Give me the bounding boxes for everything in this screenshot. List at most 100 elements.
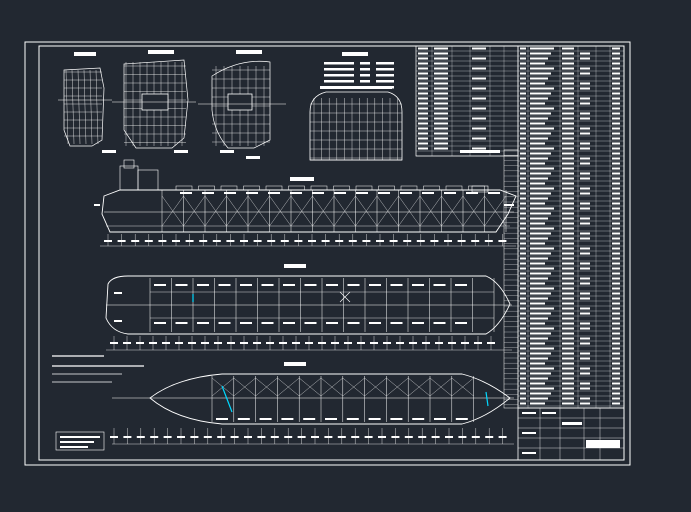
- tank-label: [180, 192, 192, 194]
- hatch-coaming: [423, 185, 440, 191]
- parts-cell: [520, 342, 526, 345]
- tank-label: [378, 192, 390, 194]
- parts-cell: [562, 62, 574, 65]
- frame-number: [376, 240, 384, 242]
- parts-cell: [580, 267, 590, 270]
- parts-cell: [520, 137, 526, 140]
- parts-cell: [520, 217, 526, 220]
- frame-number: [240, 342, 248, 344]
- table-cell: [418, 47, 428, 50]
- parts-cell: [562, 402, 574, 405]
- parts-cell: [530, 262, 545, 265]
- compartment-label: [390, 284, 403, 286]
- parts-cell: [530, 297, 548, 300]
- parts-cell: [520, 242, 526, 245]
- table-cell: [434, 102, 448, 105]
- table-cell: [472, 67, 486, 70]
- parts-cell: [530, 312, 551, 315]
- table-cell: [472, 137, 486, 140]
- compartment-label: [218, 322, 231, 324]
- parts-cell: [562, 317, 574, 320]
- compartment-label: [114, 320, 122, 322]
- parts-cell: [612, 347, 620, 350]
- parts-cell: [580, 292, 590, 295]
- compartment-label: [114, 292, 122, 294]
- parts-cell: [580, 82, 590, 85]
- frame-line: [71, 69, 75, 145]
- draft-mark: [94, 204, 100, 206]
- parts-cell: [530, 52, 551, 55]
- parts-cell: [520, 47, 526, 50]
- parts-cell: [530, 392, 551, 395]
- parts-cell: [612, 282, 620, 285]
- parts-cell: [520, 352, 526, 355]
- frame-number: [396, 342, 404, 344]
- compartment-label: [154, 322, 166, 324]
- parts-cell: [562, 132, 574, 135]
- compartment-label: [434, 418, 446, 420]
- compartment-label: [369, 322, 381, 324]
- drawing-title: [562, 422, 582, 425]
- parts-cell: [612, 312, 620, 315]
- compartment-label: [237, 418, 250, 420]
- parts-cell: [562, 87, 574, 90]
- parts-cell: [612, 232, 620, 235]
- compartment-label: [368, 418, 381, 420]
- parts-cell: [612, 387, 620, 390]
- parts-cell: [530, 177, 548, 180]
- hatch-coaming: [265, 185, 283, 191]
- frame-number: [498, 240, 507, 242]
- parts-cell: [612, 392, 620, 395]
- parts-cell: [530, 317, 548, 320]
- parts-cell: [520, 72, 526, 75]
- hatch-coaming: [175, 185, 193, 191]
- parts-cell: [562, 102, 574, 105]
- frame-number: [162, 342, 170, 344]
- particular-unit: [376, 80, 394, 83]
- frame-number: [244, 436, 252, 438]
- frame-number: [378, 436, 386, 438]
- hatch-coaming: [468, 185, 485, 191]
- parts-cell: [520, 262, 526, 265]
- tank-label: [356, 192, 368, 194]
- parts-cell: [612, 372, 620, 375]
- hatch-coaming: [220, 185, 238, 191]
- table-cell: [418, 112, 428, 115]
- parts-cell: [520, 327, 526, 330]
- parts-cell: [530, 222, 545, 225]
- parts-cell: [580, 352, 590, 355]
- parts-cell: [562, 197, 574, 200]
- parts-cell: [580, 322, 590, 325]
- frame-number: [110, 342, 118, 344]
- parts-cell: [580, 277, 590, 280]
- section-title: [74, 52, 96, 56]
- frame-number: [391, 436, 400, 438]
- parts-cell: [530, 172, 551, 175]
- parts-cell: [612, 262, 620, 265]
- table-cell: [434, 77, 448, 80]
- particular-name: [324, 68, 354, 71]
- parts-list-extension: [503, 149, 519, 409]
- parts-cell: [612, 132, 620, 135]
- parts-cell: [530, 162, 545, 165]
- legend-text: [60, 446, 88, 448]
- table-cell: [418, 67, 428, 70]
- parts-cell: [520, 172, 526, 175]
- parts-cell: [562, 247, 574, 250]
- compartment-label: [281, 418, 294, 420]
- parts-cell: [530, 147, 554, 150]
- table-cell: [418, 127, 428, 130]
- frame-number: [311, 436, 319, 438]
- legend-box-border: [55, 431, 105, 451]
- frame-number: [163, 436, 172, 438]
- parts-cell: [530, 402, 545, 405]
- parts-cell: [530, 307, 554, 310]
- frame-number: [337, 436, 346, 438]
- parts-cell: [612, 202, 620, 205]
- diagonal-brace: [386, 377, 409, 397]
- parts-cell: [612, 402, 620, 405]
- parts-cell: [530, 272, 551, 275]
- parts-cell: [580, 57, 590, 60]
- frame-number: [321, 240, 330, 242]
